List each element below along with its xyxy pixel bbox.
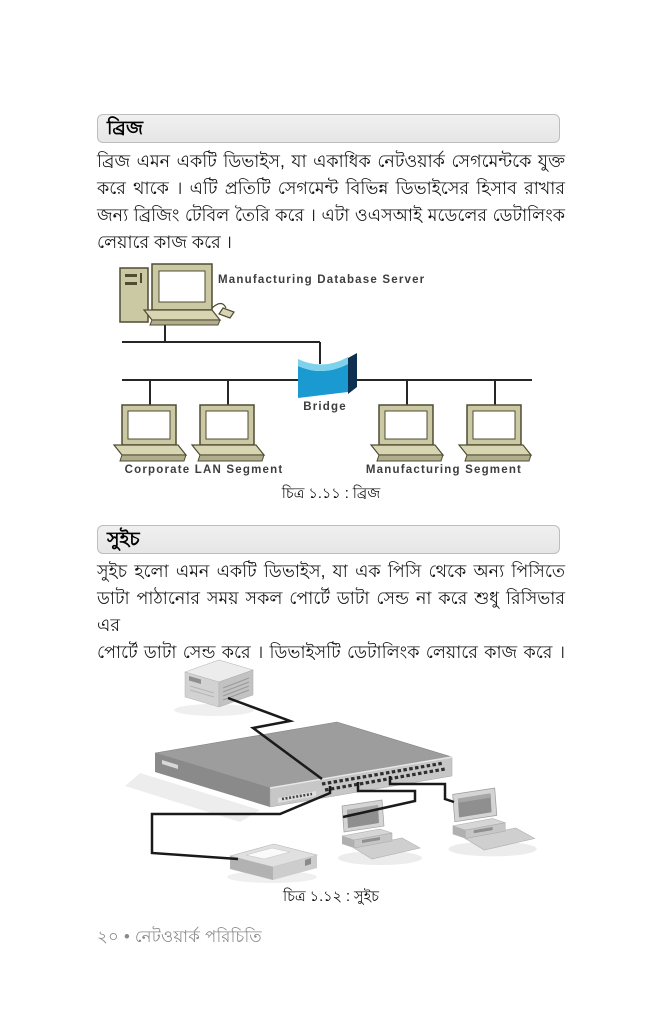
- manufacturing-segment-label: Manufacturing Segment: [365, 464, 523, 476]
- section-heading-switch: সুইচ: [97, 525, 560, 554]
- switch-figure-caption: চিত্র ১.১২ : সুইচ: [283, 889, 379, 905]
- body-line: ব্রিজ এমন একটি ডিভাইস, যা একাধিক নেটওয়া…: [97, 151, 565, 171]
- server-computer-icon: [119, 263, 235, 326]
- bridge-icon: [298, 353, 357, 398]
- bridge-paragraph: ব্রিজ এমন একটি ডিভাইস, যা একাধিক নেটওয়া…: [97, 148, 565, 256]
- corporate-lan-segment-label: Corporate LAN Segment: [124, 464, 284, 476]
- section-heading-bridge: ব্রিজ: [97, 114, 560, 143]
- bridge-diagram-art: [113, 263, 532, 462]
- bridge-figure-caption: চিত্র ১.১১ : ব্রিজ: [281, 486, 381, 502]
- desktop-pc-icon: [458, 404, 532, 462]
- desktop-pc-icon: [447, 787, 538, 857]
- body-line: করে থাকে । এটি প্রতিটি সেগমেন্ট বিভিন্ন …: [97, 178, 565, 198]
- bridge-label: Bridge: [303, 401, 347, 413]
- page-footer: ২০ • নেটওয়ার্ক পরিচিতি: [97, 928, 262, 946]
- desktop-pc-icon: [191, 404, 265, 462]
- bridge-diagram: Manufacturing Database Server Bridge Cor…: [95, 262, 570, 480]
- switch-paragraph: সুইচ হলো এমন একটি ডিভাইস, যা এক পিসি থেক…: [97, 558, 565, 666]
- server-unit-icon: [174, 659, 254, 716]
- body-line: লেয়ারে কাজ করে ।: [97, 232, 232, 252]
- server-label: Manufacturing Database Server: [218, 274, 426, 286]
- switch-diagram: [100, 648, 560, 885]
- desktop-pc-icon: [113, 404, 187, 462]
- body-line: সুইচ হলো এমন একটি ডিভাইস, যা এক পিসি থেক…: [97, 561, 565, 581]
- body-line: পোর্টে ডাটা সেন্ড করে । ডিভাইসটি ডেটালিং…: [97, 642, 565, 662]
- printer-icon: [227, 843, 319, 883]
- ethernet-switch-icon: [125, 721, 453, 822]
- switch-diagram-art: [125, 659, 538, 883]
- body-line: জন্য ব্রিজিং টেবিল তৈরি করে । এটা ওএসআই …: [97, 205, 565, 225]
- body-line: ডাটা পাঠানোর সময় সকল পোর্টে ডাটা সেন্ড …: [97, 588, 565, 635]
- desktop-pc-icon: [370, 404, 444, 462]
- network-cables: [150, 696, 455, 861]
